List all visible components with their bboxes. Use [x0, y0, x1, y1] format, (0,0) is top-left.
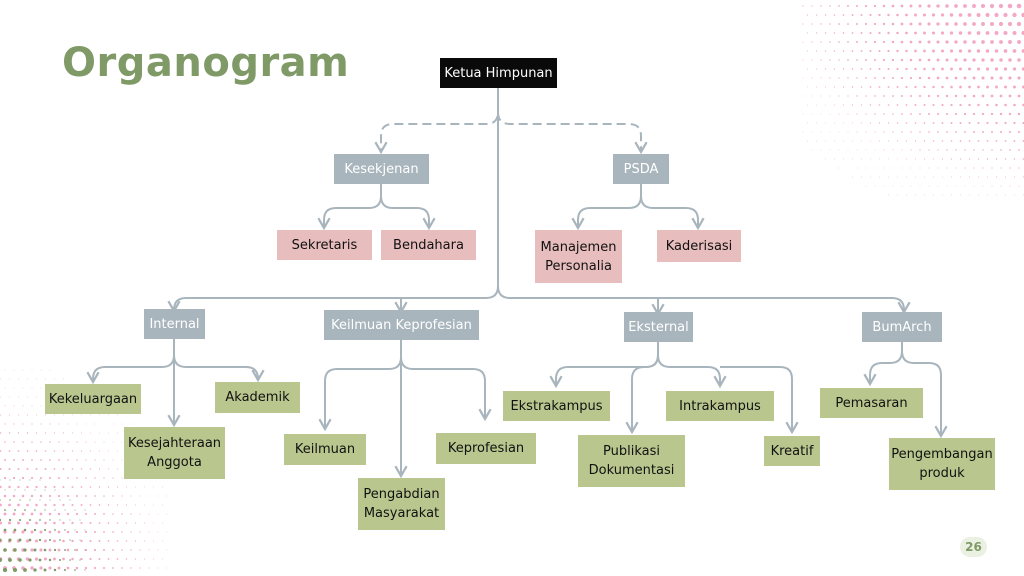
node-kekeluargaan: Kekeluargaan [45, 384, 141, 414]
node-psda: PSDA [613, 154, 669, 184]
node-keilmuan: Keilmuan [284, 434, 366, 465]
node-kaderisasi: Kaderisasi [657, 230, 741, 262]
node-intrakampus: Intrakampus [666, 391, 774, 421]
node-pengabdian-masyarakat: Pengabdian Masyarakat [358, 478, 445, 530]
connector-trunk-eksternal [497, 285, 911, 315]
connector-root-trunk [167, 88, 499, 314]
connector-root-psda [497, 111, 648, 155]
node-internal: Internal [144, 309, 205, 339]
node-bumarch: BumArch [862, 312, 942, 342]
page-number-badge: 26 [960, 537, 987, 557]
node-kesekjenan: Kesekjenan [334, 154, 429, 184]
node-bendahara: Bendahara [381, 230, 476, 260]
node-ketua-himpunan: Ketua Himpunan [440, 58, 557, 88]
node-manajemen-personalia: Manajemen Personalia [535, 230, 622, 283]
node-akademik: Akademik [215, 382, 300, 413]
node-kesejahteraan-anggota: Kesejahteraan Anggota [124, 427, 225, 479]
node-publikasi-dokumentasi: Publikasi Dokumentasi [578, 435, 685, 487]
slide-title: Organogram [62, 40, 350, 86]
node-ekstrakampus: Ekstrakampus [503, 391, 610, 421]
node-sekretaris: Sekretaris [277, 230, 372, 260]
node-eksternal: Eksternal [624, 312, 693, 342]
pink-dot-pattern-top-right [802, 3, 1024, 196]
node-keprofesian: Keprofesian [436, 433, 536, 464]
node-keilmuan-keprofesian: Keilmuan Keprofesian [324, 310, 479, 340]
node-pengembangan-produk: Pengembangan produk [889, 438, 995, 490]
node-pemasaran: Pemasaran [820, 388, 923, 418]
green-dot-pattern-bottom-left [0, 479, 86, 573]
node-kreatif: Kreatif [764, 436, 820, 466]
connector-root-kesekjenan [374, 88, 499, 155]
